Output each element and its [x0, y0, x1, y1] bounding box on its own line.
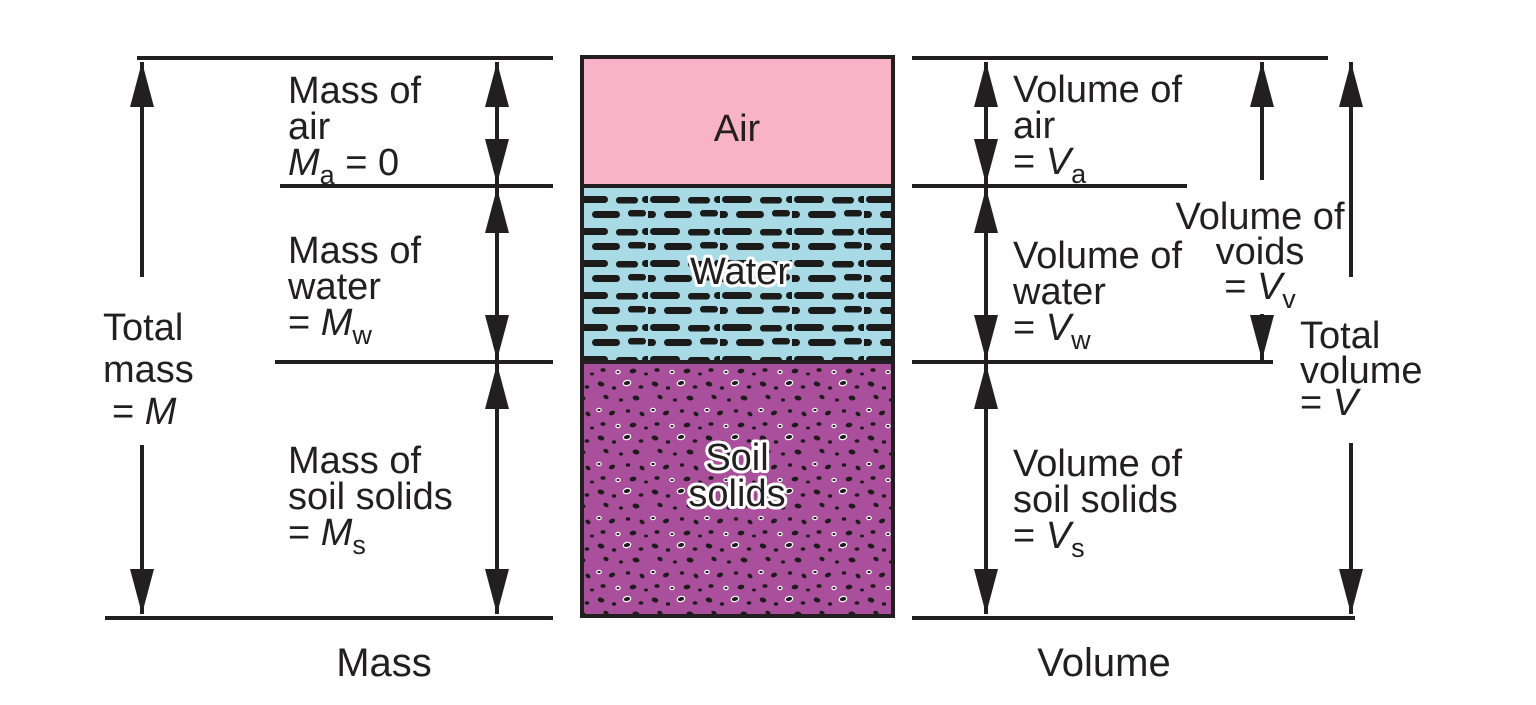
volume-side-labels: Volume of air = Va Volume of water = Vw … — [1012, 69, 1423, 685]
volume-voids-label: Volume of voids = Vv — [1176, 196, 1345, 314]
soil-layer-label-line1: Soil — [705, 437, 768, 479]
water-layer-label: Water — [690, 251, 790, 293]
mass-soil-line1: Mass of — [288, 440, 421, 482]
eq-subscript: a — [320, 160, 336, 190]
volume-water-line2: water — [1012, 271, 1106, 313]
mass-air-equation: Ma = 0 — [288, 142, 399, 190]
eq-symbol: M — [145, 391, 177, 433]
volume-water-label: Volume of water = Vw — [1012, 235, 1182, 355]
eq-symbol: M — [321, 512, 353, 554]
volume-soil-line1: Volume of — [1013, 443, 1182, 485]
volume-water-equation: = Vw — [1013, 307, 1091, 355]
volume-soil-line2: soil solids — [1013, 479, 1178, 521]
mass-soil-label: Mass of soil solids = Ms — [288, 440, 453, 560]
volume-air-line1: Volume of — [1013, 69, 1182, 111]
eq-symbol: V — [1046, 307, 1075, 349]
total-mass-equation: = M — [112, 391, 177, 433]
reference-lines — [105, 56, 1355, 620]
mass-air-line2: air — [288, 106, 331, 148]
eq-subscript: s — [352, 530, 366, 560]
eq-rest: = 0 — [335, 142, 399, 184]
volume-axis-label: Volume — [1037, 641, 1170, 685]
water-layer — [582, 186, 893, 362]
total-volume-label: Total volume = V — [1300, 315, 1423, 424]
volume-water-line1: Volume of — [1013, 235, 1182, 277]
eq-prefix: = — [1224, 266, 1257, 308]
eq-subscript: s — [1071, 533, 1085, 563]
soil-layer-label-line2: solids — [688, 473, 785, 515]
mass-water-equation: = Mw — [288, 302, 372, 350]
mass-axis-label: Mass — [336, 641, 432, 685]
dimension-arrows — [130, 62, 1363, 614]
total-volume-line2: volume — [1300, 350, 1423, 392]
eq-symbol: M — [288, 142, 320, 184]
eq-symbol: V — [1046, 515, 1075, 557]
total-volume-equation: = V — [1300, 382, 1362, 424]
mass-water-label: Mass of water = Mw — [287, 230, 421, 350]
air-layer-label: Air — [714, 108, 761, 150]
eq-prefix: = — [1013, 307, 1046, 349]
eq-prefix: = — [288, 512, 321, 554]
mass-soil-line2: soil solids — [288, 476, 453, 518]
volume-voids-line2: voids — [1216, 231, 1305, 273]
volume-soil-label: Volume of soil solids = Vs — [1013, 443, 1182, 563]
eq-prefix: = — [288, 302, 321, 344]
total-mass-line2: mass — [103, 349, 194, 391]
eq-symbol: V — [1257, 266, 1286, 308]
column-border — [580, 55, 895, 618]
eq-symbol: V — [1046, 141, 1075, 183]
eq-subscript: a — [1071, 159, 1087, 189]
mass-side-labels: Mass of air Ma = 0 Mass of water = Mw Ma… — [103, 70, 453, 685]
eq-prefix: = — [1013, 141, 1046, 183]
mass-air-label: Mass of air Ma = 0 — [288, 70, 421, 190]
eq-prefix: = — [1013, 515, 1046, 557]
phase-column: Air Water Soil solids — [580, 55, 895, 618]
eq-subscript: v — [1282, 284, 1296, 314]
volume-air-label: Volume of air = Va — [1013, 69, 1182, 189]
volume-voids-line1: Volume of — [1176, 196, 1345, 238]
mass-soil-equation: = Ms — [288, 512, 366, 560]
eq-subscript: w — [351, 320, 372, 350]
eq-symbol: M — [321, 302, 353, 344]
total-mass-label: Total mass = M — [103, 307, 194, 433]
air-layer — [582, 57, 893, 186]
eq-prefix: = — [1300, 382, 1333, 424]
total-mass-line1: Total — [103, 307, 183, 349]
volume-soil-equation: = Vs — [1013, 515, 1085, 563]
soil-layer — [582, 362, 893, 616]
eq-prefix: = — [112, 391, 145, 433]
mass-water-line2: water — [287, 266, 381, 308]
mass-air-line1: Mass of — [288, 70, 421, 112]
total-volume-line1: Total — [1300, 315, 1380, 357]
eq-symbol: V — [1333, 382, 1362, 424]
volume-air-line2: air — [1013, 105, 1056, 147]
volume-air-equation: = Va — [1013, 141, 1087, 189]
mass-water-line1: Mass of — [288, 230, 421, 272]
volume-voids-equation: = Vv — [1224, 266, 1296, 314]
eq-subscript: w — [1070, 325, 1091, 355]
